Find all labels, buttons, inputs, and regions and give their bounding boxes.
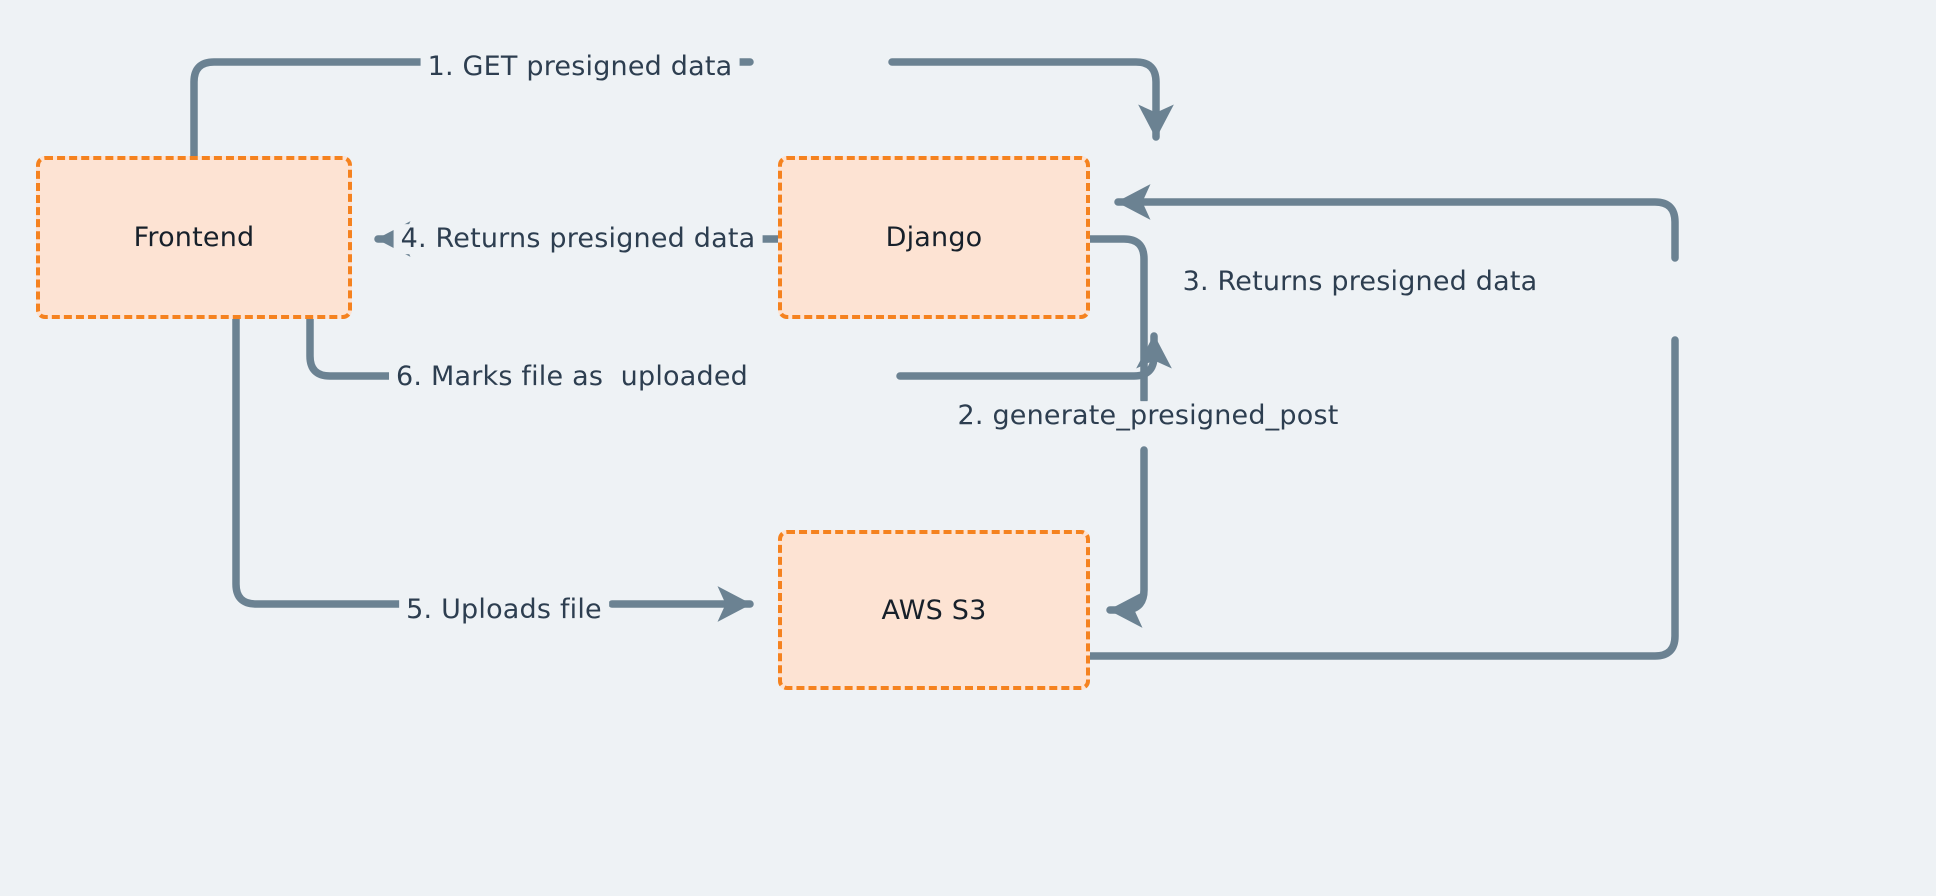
edge-2-path <box>1086 235 1148 404</box>
edge-1-path <box>190 58 754 160</box>
node-aws-s3[interactable]: AWS S3 <box>778 530 1090 690</box>
edge-3-path-b <box>1114 184 1679 262</box>
node-frontend[interactable]: Frontend <box>36 156 352 319</box>
node-frontend-label: Frontend <box>133 222 255 253</box>
node-django[interactable]: Django <box>778 156 1090 319</box>
edge-label-5: 5. Uploads file <box>399 595 609 625</box>
edge-label-4: 4. Returns presigned data <box>393 224 763 254</box>
edge-label-6: 6. Marks file as uploaded <box>389 362 755 392</box>
edge-2-path-b <box>1106 446 1148 628</box>
edge-label-1: 1. GET presigned data <box>420 52 740 82</box>
edge-1-path-b <box>888 58 1174 141</box>
edge-label-3: 3. Returns presigned data <box>1175 267 1545 297</box>
edge-6-path-b <box>896 332 1172 380</box>
node-django-label: Django <box>885 222 983 253</box>
edge-5-path <box>232 315 488 608</box>
node-aws-s3-label: AWS S3 <box>881 594 987 626</box>
edge-label-2: 2. generate_presigned_post <box>950 401 1346 431</box>
edge-6-path <box>306 315 556 380</box>
edge-3-path <box>1086 336 1679 660</box>
